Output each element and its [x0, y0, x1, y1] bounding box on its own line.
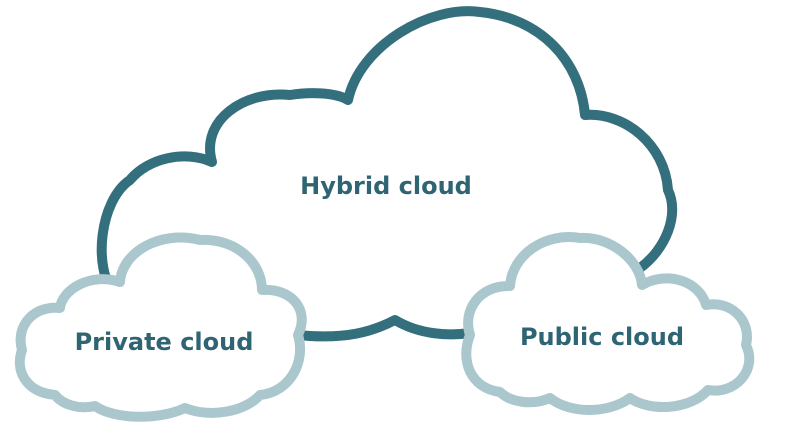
- public-cloud-shape: [461, 232, 755, 415]
- private-cloud-shape: [14, 232, 307, 422]
- private-cloud-label: Private cloud: [75, 328, 254, 356]
- public-cloud-label: Public cloud: [520, 323, 684, 351]
- hybrid-cloud-label: Hybrid cloud: [300, 172, 472, 200]
